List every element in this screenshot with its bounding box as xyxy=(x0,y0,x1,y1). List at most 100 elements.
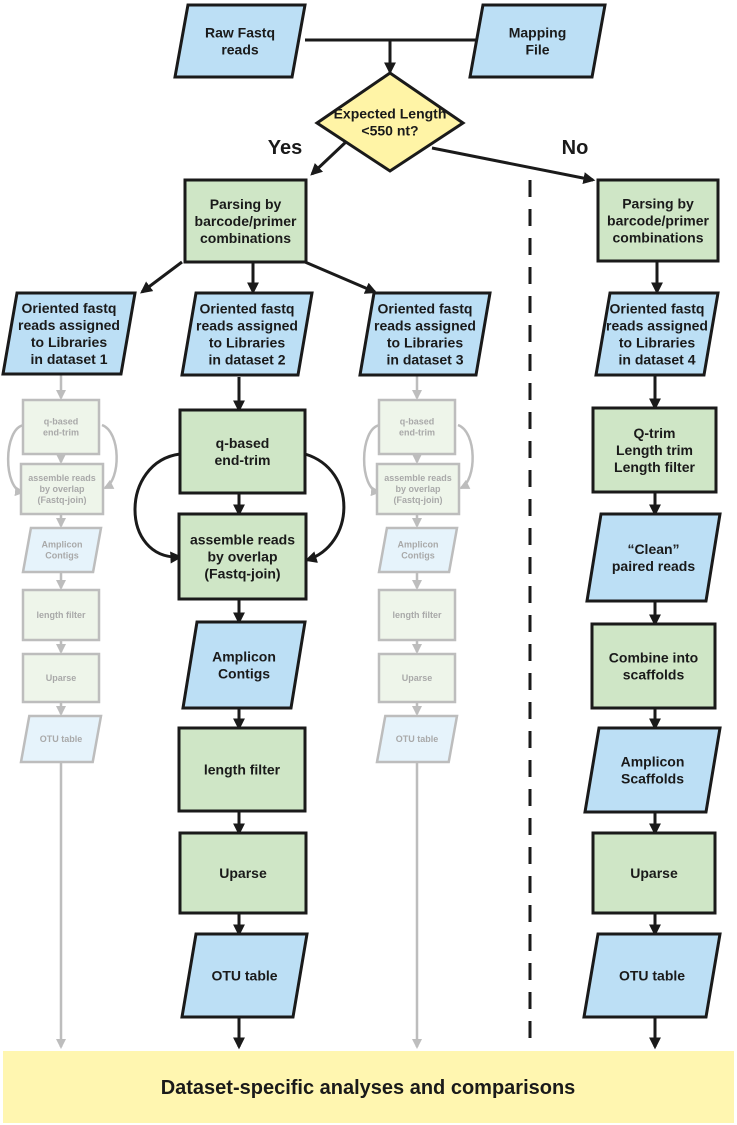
ds2-assemble-label-line: by overlap xyxy=(207,549,277,565)
expected-length-decision-diamond: Expected Length <550 nt? xyxy=(314,71,466,173)
dataset2-label-line: to Libraries xyxy=(209,335,285,351)
dataset2-label-line: in dataset 2 xyxy=(208,352,285,368)
parsing-no-label-line: barcode/primer xyxy=(607,213,709,229)
mapping-file-label-line: File xyxy=(525,42,549,58)
connectors xyxy=(6,38,663,1050)
parsing-to-dataset3-arrow xyxy=(304,260,378,294)
decision-label-line: Expected Length xyxy=(334,105,447,121)
faded-otu-data-box: OTU table xyxy=(375,714,459,764)
parsing-no-label-line: combinations xyxy=(612,230,703,246)
dataset3-label-line: Oriented fastq xyxy=(378,300,473,316)
faded-contigs-label-line: Amplicon xyxy=(397,540,438,550)
faded-length-process-box: length filter xyxy=(21,588,101,642)
ds3-loop-left-arrow xyxy=(362,423,381,497)
parsing-no-label-line: Parsing by xyxy=(622,195,694,211)
faded-uparse-process-box: Uparse xyxy=(377,652,457,704)
no-branch-label: No xyxy=(562,137,589,159)
faded-length-process-box: length filter xyxy=(377,588,457,642)
ds1-loop-left-arrow xyxy=(6,423,25,497)
faded-assemble-label-line: by overlap xyxy=(39,484,85,494)
faded-contigs-label-line: Amplicon xyxy=(41,540,82,550)
final-analyses-banner: Dataset-specific analyses and comparison… xyxy=(3,1051,734,1123)
parsing-yes-label-line: Parsing by xyxy=(210,196,282,212)
faded-assemble-label-line: (Fastq-join) xyxy=(38,495,87,505)
ds4-scaffolds-label-line: Scaffolds xyxy=(621,771,684,787)
branch-labels: Yes No xyxy=(268,137,589,159)
faded-assemble-label-line: (Fastq-join) xyxy=(394,495,443,505)
mapping-file-label-line: Mapping xyxy=(509,24,567,40)
dataset3-label-line: to Libraries xyxy=(387,335,463,351)
ds2-uparse-label-line: Uparse xyxy=(219,865,267,881)
faded-trim-label-line: q-based xyxy=(400,417,435,427)
ds4-combine-label-line: scaffolds xyxy=(623,667,685,683)
ds2-trim-label-line: q-based xyxy=(216,435,270,451)
decision-label-line: <550 nt? xyxy=(361,123,418,139)
dataset4-label-line: in dataset 4 xyxy=(618,352,695,368)
parsing-to-dataset1-arrow xyxy=(140,260,183,294)
yes-branch-label: Yes xyxy=(268,137,302,159)
ds4-otu-label-line: OTU table xyxy=(619,968,685,984)
dataset1-label-line: in dataset 1 xyxy=(30,351,107,367)
ds2-assemble-label-line: assemble reads xyxy=(190,531,295,547)
dataset1-label-line: to Libraries xyxy=(31,334,107,350)
faded-assemble-label-line: assemble reads xyxy=(384,473,452,483)
ds2-contigs-label-line: Amplicon xyxy=(212,648,276,664)
no-arrow xyxy=(431,146,596,185)
ds4-uparse-label-line: Uparse xyxy=(630,865,678,881)
faded-assemble-label-line: assemble reads xyxy=(28,473,96,483)
ds1-loop-right-arrow xyxy=(101,423,118,490)
ds3-loop-right-arrow xyxy=(457,423,474,490)
ds4-uparse-process-box: Uparse xyxy=(591,831,717,915)
yes-arrow xyxy=(310,138,350,176)
ds2-length-label-line: length filter xyxy=(204,762,281,778)
dataset1-label-line: Oriented fastq xyxy=(22,300,117,316)
dataset4-label-line: to Libraries xyxy=(619,335,695,351)
faded-uparse-label-line: Uparse xyxy=(402,673,433,683)
dataset3-label-line: reads assigned xyxy=(374,317,476,333)
dataset3-label-line: in dataset 3 xyxy=(386,352,463,368)
ds4-scaffolds-label-line: Amplicon xyxy=(621,753,685,769)
nodes: Dataset-specific analyses and comparison… xyxy=(1,3,734,1123)
ds2-otu-data-box: OTU table xyxy=(180,932,309,1019)
faded-contigs-label-line: Contigs xyxy=(401,550,435,560)
dataset2-label-line: reads assigned xyxy=(196,317,298,333)
faded-length-label-line: length filter xyxy=(393,610,442,620)
ds4-trim-label-line: Q-trim xyxy=(634,425,676,441)
ds4-clean-label-line: “Clean” xyxy=(627,541,679,557)
ds4-clean-label-line: paired reads xyxy=(612,558,695,574)
ds2-loop-left-arrow xyxy=(133,452,183,564)
ds2-uparse-process-box: Uparse xyxy=(178,831,308,915)
parsing-yes-label-line: combinations xyxy=(200,230,291,246)
faded-otu-data-box: OTU table xyxy=(19,714,103,764)
faded-trim-label-line: q-based xyxy=(44,417,79,427)
ds4-trim-label-line: Length trim xyxy=(616,442,693,458)
parsing-yes-label-line: barcode/primer xyxy=(195,213,297,229)
dataset4-label-line: Oriented fastq xyxy=(610,300,705,316)
final-analyses-label: Dataset-specific analyses and comparison… xyxy=(161,1077,576,1099)
faded-uparse-process-box: Uparse xyxy=(21,652,101,704)
ds4-otu-data-box: OTU table xyxy=(582,932,722,1019)
dataset4-label-line: reads assigned xyxy=(606,317,708,333)
ds4-clean-data-box: “Clean”paired reads xyxy=(585,512,722,603)
dataset1-label-line: reads assigned xyxy=(18,317,120,333)
ds2-assemble-label-line: (Fastq-join) xyxy=(204,566,280,582)
